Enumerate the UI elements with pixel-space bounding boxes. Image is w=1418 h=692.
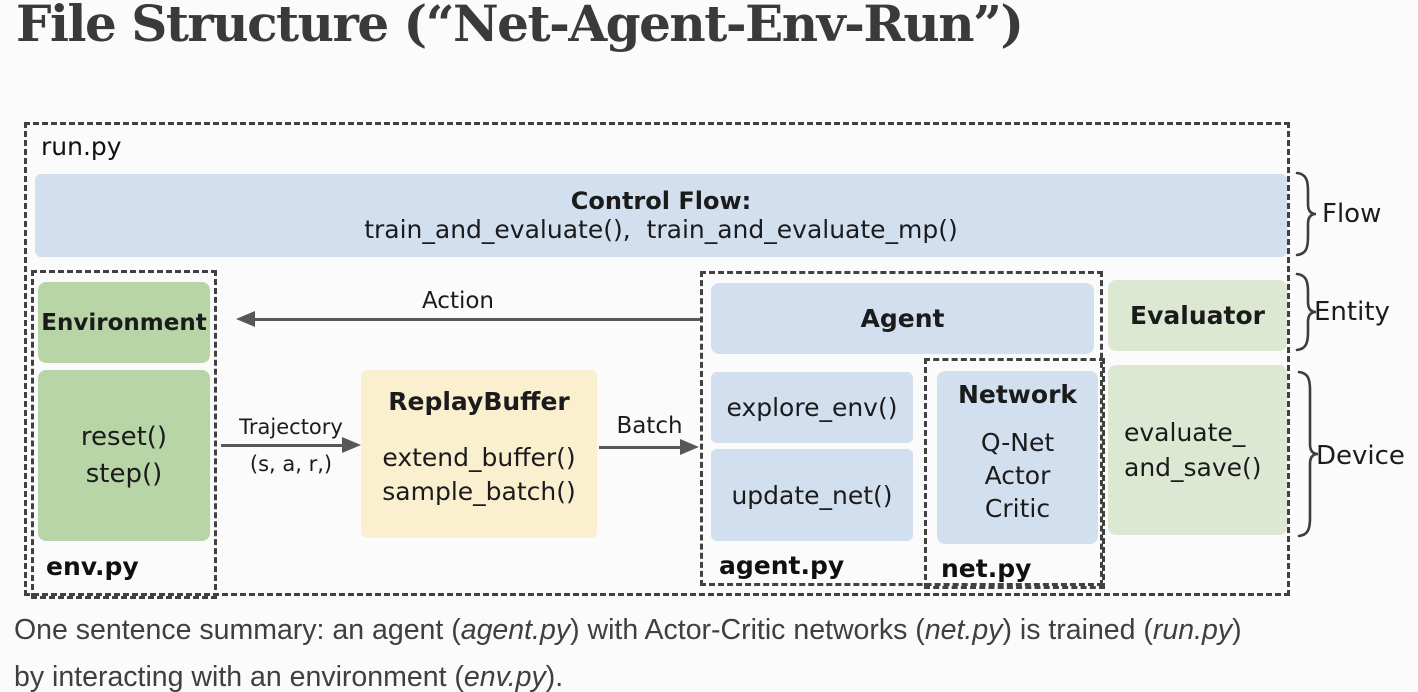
- replay-buffer-box: ReplayBuffer extend_buffer() sample_batc…: [361, 370, 597, 538]
- evaluator-class-box: Evaluator: [1108, 280, 1287, 351]
- action-arrow-head: [236, 311, 255, 327]
- trajectory-arrow-label: Trajectory: [239, 415, 343, 439]
- run-module-box: run.py Control Flow: train_and_evaluate(…: [24, 122, 1290, 599]
- device-brace-label: Device: [1316, 441, 1405, 471]
- summary-text: One sentence summary: an agent (agent.py…: [14, 614, 1242, 692]
- flow-brace-icon: [1295, 171, 1317, 257]
- entity-brace-icon: [1295, 272, 1317, 352]
- trajectory-arrow-head: [342, 437, 361, 453]
- trajectory-arrow: [221, 437, 361, 454]
- env-method-step: step(): [85, 458, 163, 489]
- entity-brace-label: Entity: [1314, 297, 1390, 327]
- network-class-box: Network Q-Net Actor Critic: [937, 371, 1098, 544]
- control-flow-box: Control Flow: train_and_evaluate(), trai…: [35, 174, 1287, 257]
- evaluator-method-line2: and_save(): [1124, 453, 1262, 482]
- agent-filename-label: agent.py: [719, 551, 845, 580]
- agent-module-box: Agent explore_env() update_net() agent.p…: [700, 271, 1105, 589]
- action-arrow-shaft: [249, 318, 703, 321]
- net-module-box: Network Q-Net Actor Critic net.py: [924, 358, 1105, 589]
- network-item-critic: Critic: [984, 494, 1051, 523]
- control-flow-functions: train_and_evaluate(), train_and_evaluate…: [364, 215, 958, 244]
- agent-class-box: Agent: [711, 283, 1094, 354]
- page-title: File Structure (“Net-Agent-Env-Run”): [16, 0, 1024, 53]
- action-arrow: [236, 311, 703, 328]
- run-filename-label: run.py: [41, 132, 122, 161]
- batch-arrow-head: [680, 439, 699, 455]
- device-brace-icon: [1297, 370, 1319, 538]
- net-filename-label: net.py: [941, 554, 1032, 583]
- replay-method-sample: sample_batch(): [382, 477, 576, 506]
- replay-buffer-class: ReplayBuffer: [388, 387, 570, 416]
- env-method-reset: reset(): [80, 421, 168, 452]
- environment-methods-box: reset() step(): [38, 370, 210, 541]
- batch-arrow: [599, 439, 699, 456]
- control-flow-title: Control Flow:: [570, 187, 752, 215]
- action-arrow-label: Action: [421, 288, 495, 314]
- batch-arrow-shaft: [599, 446, 686, 449]
- trajectory-arrow-shaft: [221, 444, 348, 447]
- evaluator-method-box: evaluate_ and_save(): [1108, 365, 1287, 535]
- evaluator-method-line1: evaluate_: [1124, 418, 1246, 447]
- agent-method-explore-box: explore_env(): [711, 372, 913, 443]
- network-item-qnet: Q-Net: [980, 428, 1055, 457]
- network-item-actor: Actor: [984, 461, 1051, 490]
- replay-method-extend: extend_buffer(): [382, 443, 576, 472]
- flow-brace-label: Flow: [1322, 199, 1382, 229]
- network-list: Q-Net Actor Critic: [937, 426, 1098, 525]
- agent-method-update-box: update_net(): [711, 449, 913, 541]
- replay-buffer-methods: extend_buffer() sample_batch(): [361, 441, 597, 509]
- network-class: Network: [957, 380, 1078, 409]
- env-module-box: Environment reset() step() env.py: [31, 270, 217, 599]
- batch-arrow-label: Batch: [616, 413, 683, 439]
- environment-class-box: Environment: [38, 282, 210, 363]
- env-filename-label: env.py: [46, 552, 139, 581]
- trajectory-tuple-label: (s, a, r,): [249, 452, 333, 476]
